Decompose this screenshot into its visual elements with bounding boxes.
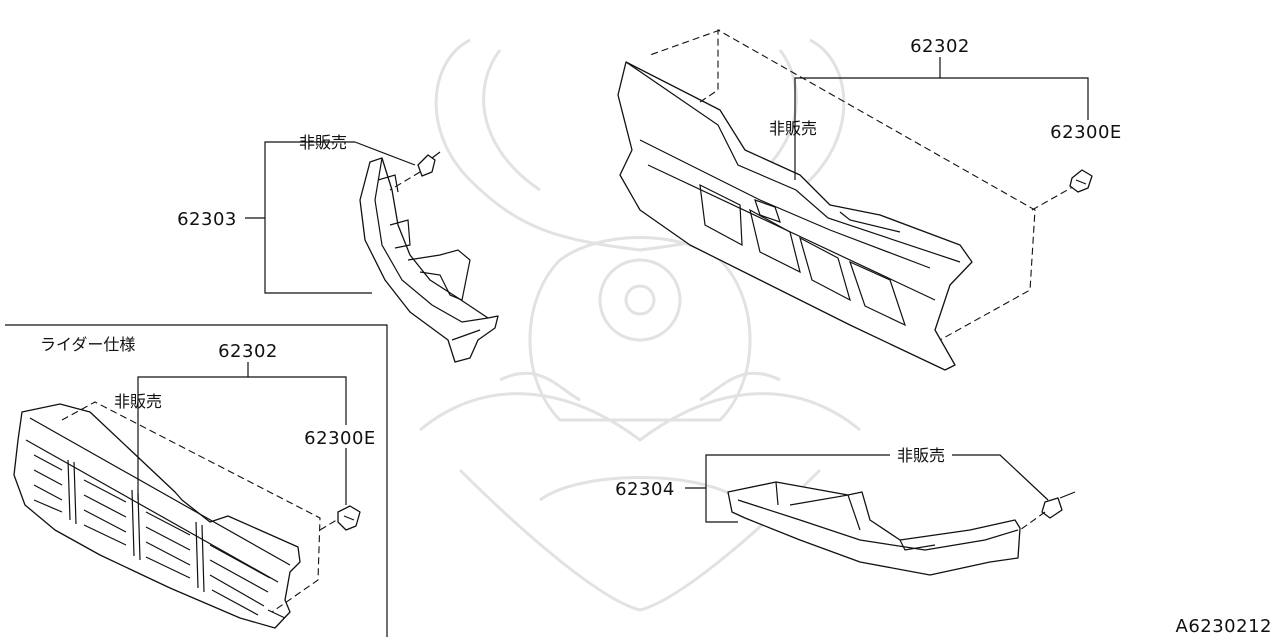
left-molding-clip — [389, 151, 441, 191]
rider-variant-box — [5, 324, 388, 637]
upper-grille-clip-part-number: 62300E — [1050, 122, 1122, 143]
left-molding-leader-lines — [245, 141, 416, 294]
rider-grille-not-sold-note: 非販売 — [114, 392, 162, 411]
lower-molding-part-number: 62304 — [615, 479, 675, 500]
diagram-id: A6230212 — [1176, 616, 1272, 637]
rider-grille-leader-lines — [61, 362, 347, 613]
lower-molding — [727, 481, 1021, 576]
upper-grille-clip — [1069, 169, 1093, 193]
rider-grille-clip-part-number: 62300E — [304, 428, 376, 449]
upper-grille-part-number: 62302 — [910, 36, 970, 57]
upper-grille-not-sold-note: 非販売 — [769, 119, 817, 138]
left-molding — [359, 157, 499, 363]
rider-variant-label: ライダー仕様 — [40, 335, 135, 354]
samurai-helmet-watermark — [419, 38, 861, 612]
lower-molding-leader-lines — [685, 454, 1049, 523]
lower-molding-not-sold-note: 非販売 — [897, 446, 945, 465]
rider-grille-part-number: 62302 — [218, 341, 278, 362]
left-molding-not-sold-note: 非販売 — [299, 133, 347, 152]
lower-molding-clip — [1019, 491, 1076, 531]
left-molding-part-number: 62303 — [177, 209, 237, 230]
upper-grille — [617, 61, 973, 371]
rider-grille-clip — [337, 505, 361, 531]
rider-grille — [13, 403, 301, 629]
